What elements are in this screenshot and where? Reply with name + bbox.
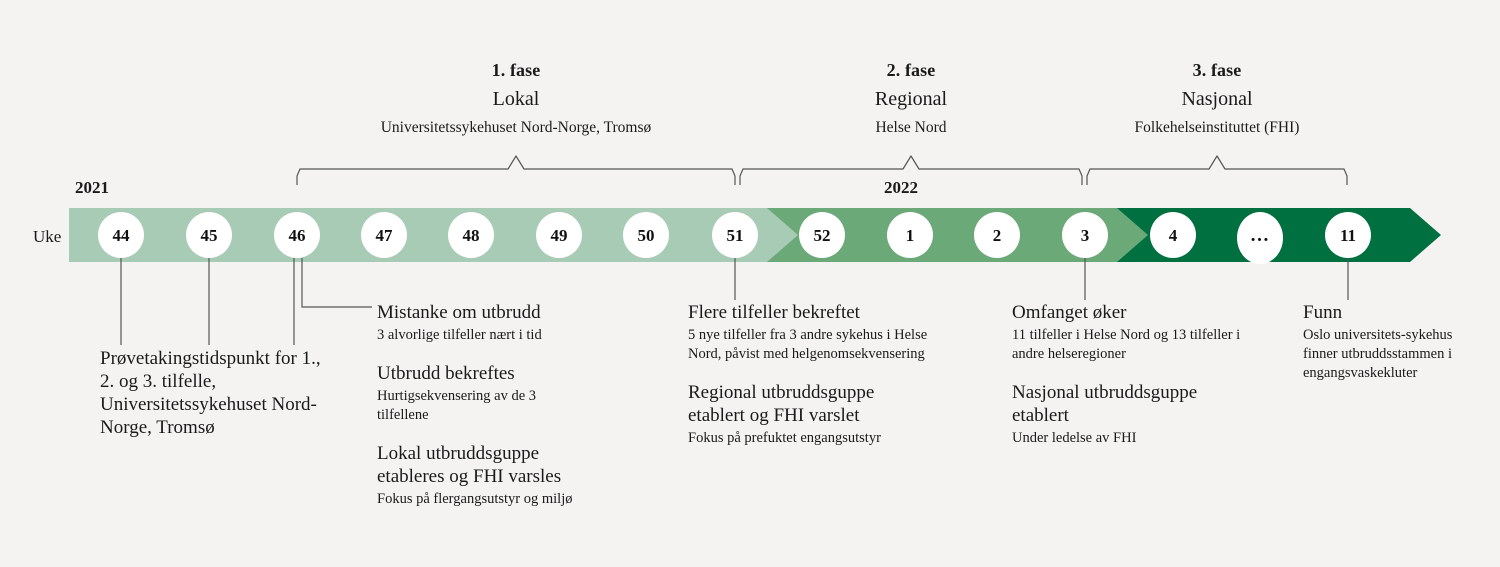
week-bubble-label: 44	[112, 225, 130, 245]
annotation-item: Prøvetakingstidspunkt for 1., 2. og 3. t…	[100, 347, 332, 439]
annotation-title: Lokal utbruddsguppe etableres og FHI var…	[377, 443, 562, 487]
phase-bracket-2	[739, 152, 1085, 186]
phase-bracket-3	[1086, 152, 1350, 186]
week-bubble[interactable]: 46	[274, 212, 320, 258]
annotation-column-5: Funn Oslo universitets-sykehus finner ut…	[1303, 301, 1483, 383]
week-bubble[interactable]: 11	[1325, 212, 1371, 258]
annotation-title: Funn	[1303, 302, 1343, 323]
week-bubble-label: 49	[550, 225, 568, 245]
annotation-subtitle: Fokus på flergangsutstyr og miljø	[377, 491, 573, 507]
annotation-item: Utbrudd bekreftes Hurtigsekvensering av …	[377, 362, 669, 425]
phase-header-2: 2. fase Regional Helse Nord	[739, 58, 1083, 139]
annotation-title: Flere tilfeller bekreftet	[688, 302, 860, 323]
week-bubble[interactable]: 47	[361, 212, 407, 258]
annotation-item: Omfanget øker 11 tilfeller i Helse Nord …	[1012, 301, 1294, 364]
annotation-column-1: Prøvetakingstidspunkt for 1., 2. og 3. t…	[100, 347, 332, 439]
annotation-subtitle: Under ledelse av FHI	[1012, 430, 1137, 446]
annotation-item: Nasjonal utbruddsguppe etablert Under le…	[1012, 381, 1294, 448]
annotation-title: Regional utbruddsguppe etablert og FHI v…	[688, 382, 875, 426]
annotation-column-2: Mistanke om utbrudd 3 alvorlige tilfelle…	[377, 301, 669, 509]
week-bubble[interactable]: 45	[186, 212, 232, 258]
annotation-column-4: Omfanget øker 11 tilfeller i Helse Nord …	[1012, 301, 1294, 448]
bar-segment-phase1	[69, 208, 798, 262]
annotation-item: Regional utbruddsguppe etablert og FHI v…	[688, 381, 970, 448]
phase-organisation: Universitetssykehuset Nord-Norge, Tromsø	[380, 119, 652, 136]
week-bubble-label: 3	[1080, 225, 1090, 245]
annotation-subtitle: 11 tilfeller i Helse Nord og 13 tilfelle…	[1012, 327, 1241, 362]
phase-number: 3. fase	[1192, 60, 1242, 80]
phase-number: 2. fase	[886, 60, 936, 80]
week-bubble-ellipsis[interactable]: …	[1237, 212, 1283, 264]
phase-scope: Nasjonal	[1181, 88, 1253, 110]
annotation-item: Lokal utbruddsguppe etableres og FHI var…	[377, 442, 669, 509]
annotation-subtitle: Hurtigsekvensering av de 3 tilfellene	[377, 388, 537, 423]
phase-number: 1. fase	[491, 60, 541, 80]
annotation-subtitle: 3 alvorlige tilfeller nært i tid	[377, 327, 542, 343]
week-bubble-label: 51	[726, 225, 744, 245]
year-label-2021: 2021	[75, 178, 109, 197]
week-bubble-label: 2	[992, 225, 1002, 245]
week-bubble-label: 1	[905, 225, 915, 245]
week-bubble[interactable]: 1	[887, 212, 933, 258]
annotation-title: Prøvetakingstidspunkt for 1., 2. og 3. t…	[100, 348, 321, 438]
annotation-subtitle: 5 nye tilfeller fra 3 andre sykehus i He…	[688, 327, 928, 362]
week-bubble-label: 50	[637, 225, 655, 245]
annotation-title: Utbrudd bekreftes	[377, 363, 515, 384]
annotation-title: Nasjonal utbruddsguppe etablert	[1012, 382, 1198, 426]
week-bubble-label: 4	[1168, 225, 1178, 245]
phase-scope: Regional	[874, 88, 948, 110]
week-bubble[interactable]: 3	[1062, 212, 1108, 258]
week-bubble[interactable]: 44	[98, 212, 144, 258]
annotation-item: Mistanke om utbrudd 3 alvorlige tilfelle…	[377, 301, 669, 345]
week-bubble[interactable]: 52	[799, 212, 845, 258]
phase-header-3: 3. fase Nasjonal Folkehelseinstituttet (…	[1066, 58, 1368, 139]
annotation-item: Flere tilfeller bekreftet 5 nye tilfelle…	[688, 301, 970, 364]
year-label-2022: 2022	[884, 178, 918, 197]
phase-organisation: Helse Nord	[875, 119, 947, 136]
annotation-title: Omfanget øker	[1012, 302, 1127, 323]
annotation-subtitle: Oslo universitets-sykehus finner utbrudd…	[1303, 327, 1453, 381]
phase-scope: Lokal	[492, 88, 540, 110]
week-bubble-label: 48	[462, 225, 480, 245]
annotation-subtitle: Fokus på prefuktet engangsutstyr	[688, 430, 881, 446]
week-bubble-label: …	[1250, 224, 1270, 246]
phase-organisation: Folkehelseinstituttet (FHI)	[1134, 119, 1300, 136]
phase-header-1: 1. fase Lokal Universitetssykehuset Nord…	[296, 58, 736, 139]
week-bubble-label: 45	[200, 225, 218, 245]
week-bubble[interactable]: 49	[536, 212, 582, 258]
week-bubble[interactable]: 2	[974, 212, 1020, 258]
annotation-column-3: Flere tilfeller bekreftet 5 nye tilfelle…	[688, 301, 970, 448]
week-bubble[interactable]: 4	[1150, 212, 1196, 258]
week-bubble-label: 52	[813, 225, 831, 245]
week-bubble-label: 46	[288, 225, 306, 245]
annotation-item: Funn Oslo universitets-sykehus finner ut…	[1303, 301, 1483, 383]
phase-bracket-1	[296, 152, 738, 186]
week-bubble[interactable]: 50	[623, 212, 669, 258]
week-axis-label: Uke	[33, 227, 62, 246]
week-bubble-label: 11	[1339, 225, 1357, 245]
week-bubble[interactable]: 51	[712, 212, 758, 258]
week-bubble[interactable]: 48	[448, 212, 494, 258]
annotation-title: Mistanke om utbrudd	[377, 302, 541, 323]
week-bubble-label: 47	[375, 225, 393, 245]
